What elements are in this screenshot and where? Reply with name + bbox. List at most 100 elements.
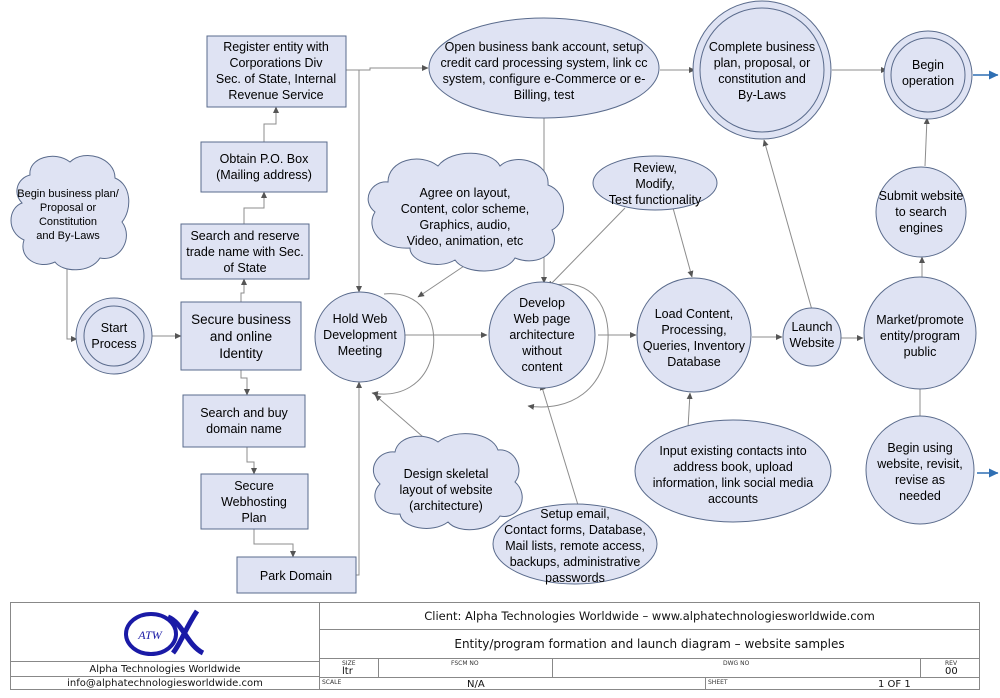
load-content-text: Load Content,Processing,Queries, Invento… [643,307,746,369]
label-line: Open business bank account, setup [445,40,644,54]
search-reserve-text: Search and reserve trade name with Sec. of… [186,229,303,275]
label-line: and By-Laws [36,230,100,242]
title-block: ATW Alpha Technologies Worldwide info@al… [10,602,980,690]
email-cell: info@alphatechnologiesworldwide.com [10,676,320,690]
label-line: Billing, test [514,88,575,102]
label-line: Processing, [661,323,726,337]
label-line: of State [223,261,266,275]
park-domain-box: Park Domain [236,556,357,594]
label-line: address book, upload [673,460,793,474]
label-line: Start [101,321,128,335]
label-line: Modify, [635,177,674,191]
label-line: Website [790,336,835,350]
label-line: website, revisit, [876,457,962,471]
label-line: Agree on layout, [419,186,510,200]
label-line: Secure business [191,312,291,327]
complete-plan-node: Complete business plan, proposal, or const… [692,0,832,140]
setup-email-node: Setup email, Contact forms, Database, Mail… [492,503,658,585]
drawing-title-cell: Entity/program formation and launch diag… [319,629,980,659]
label-line: information, link social media [653,476,814,490]
label-line: Queries, Inventory [643,339,746,353]
label-line: Sec. of State, Internal [216,72,336,86]
label-line: accounts [708,492,758,506]
label-line: Setup email, [540,507,609,521]
submit-search-text: Submit website to search engines [879,189,964,235]
size-cell: SIZE ltr [319,658,379,678]
label-line: passwords [545,571,605,585]
label-line: Register entity with [223,40,329,54]
label-line: Meeting [338,344,383,358]
label-line: Search and buy [200,406,288,420]
label-line: Market/promote [876,313,964,327]
drawing-title: Entity/program formation and launch diag… [454,637,845,651]
po-box-text: Obtain P.O. Box(Mailing address) [216,152,312,182]
logo-text: ATW [137,628,163,642]
complete-plan-text: Complete business plan, proposal, or const… [709,40,815,102]
label-line: entity/program [880,329,960,343]
rev-cell: REV 00 [920,658,980,678]
label-line: system, configure e-Commerce or e- [443,72,646,86]
scale-value: N/A [467,679,485,690]
label-line: trade name with Sec. [186,245,303,259]
label-line: revise as [895,473,945,487]
input-contacts-text: Input existing contacts into address book… [653,444,814,506]
search-buy-domain-text: Search and buy domain name [200,406,288,436]
label-line: Submit website [879,189,964,203]
label-line: constitution and [718,72,806,86]
label-line: Revenue Service [228,88,323,102]
label-line: Contact forms, Database, [504,523,646,537]
label-line: By-Laws [738,88,786,102]
label-line: Begin using [887,441,952,455]
label-line: Web page [514,312,571,326]
review-modify-text: Review,Modify,Test functionality [609,161,702,207]
label-line: Process [91,337,136,351]
label-line: Identity [219,346,263,361]
label-line: Mail lists, remote access, [505,539,645,553]
size-value: ltr [342,666,353,677]
sheet-label: SHEET [708,679,728,686]
label-line: Begin [912,58,944,72]
label-line: Input existing contacts into [659,444,806,458]
label-line: Content, color scheme, [401,202,530,216]
client-line: Client: Alpha Technologies Worldwide – w… [424,609,875,623]
company-name-cell: Alpha Technologies Worldwide [10,661,320,677]
label-line: to search [895,205,946,219]
label-line: without [521,344,562,358]
sheet-value: 1 OF 1 [878,679,911,690]
dwg-label: DWG NO [723,660,750,667]
label-line: engines [899,221,943,235]
label-line: Webhosting [221,495,287,509]
label-line: Proposal or [40,202,97,214]
logo-cell: ATW [10,602,320,662]
submit-search-node: Submit website to search engines [875,166,967,258]
park-domain-text: Park Domain [260,569,332,583]
label-line: needed [899,489,941,503]
label-line: Complete business [709,40,815,54]
label-line: Develop [519,296,565,310]
label-line: domain name [206,422,282,436]
label-line: plan, proposal, or [714,56,811,70]
label-line: Search and reserve [190,229,299,243]
label-line: Graphics, audio, [419,218,510,232]
setup-email-text: Setup email, Contact forms, Database, Mail… [504,507,646,585]
input-contacts-node: Input existing contacts into address book… [634,419,832,523]
label-line: Database [667,355,721,369]
label-line: Plan [241,511,266,525]
search-reserve-box: Search and reserve trade name with Sec. of… [180,223,310,280]
label-line: Video, animation, etc [407,234,524,248]
agree-layout-text: Agree on layout, Content, color scheme, Gr… [401,186,530,248]
